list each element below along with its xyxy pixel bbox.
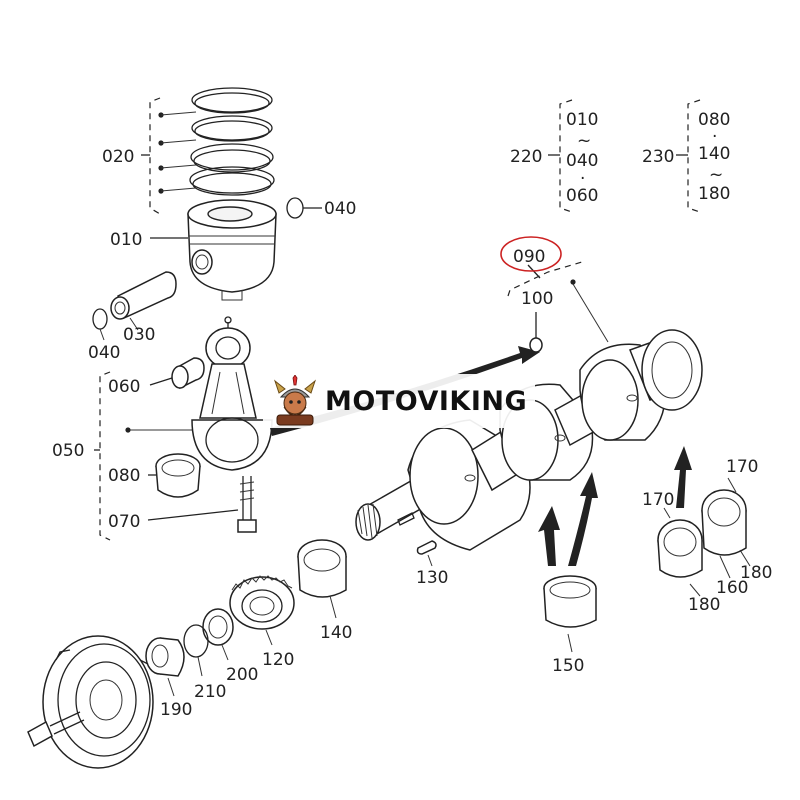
legend-230-bracket (676, 99, 701, 213)
legend-220-item-2: 040 (566, 151, 598, 171)
label-170-top: 170 (726, 457, 758, 477)
plug (529, 312, 543, 353)
highlight-circle-090 (500, 236, 562, 272)
label-150: 150 (552, 656, 584, 676)
label-030: 030 (123, 325, 155, 345)
label-050: 050 (52, 441, 84, 461)
legend-230-item-1: 080 (698, 110, 730, 130)
piston-rings (189, 87, 275, 196)
label-070: 070 (108, 512, 140, 532)
piston-pin (110, 271, 177, 331)
label-090: 090 (513, 247, 545, 267)
front-bushing (297, 539, 347, 619)
woodruff-key (416, 540, 437, 567)
label-010: 010 (110, 230, 142, 250)
legend-220-ref: 220 (510, 147, 542, 167)
viking-mascot-icon (273, 375, 317, 426)
label-160: 160 (716, 578, 748, 598)
circlip-right (286, 197, 322, 219)
legend-220-item-1: 010 (566, 110, 598, 130)
label-190: 190 (160, 700, 192, 720)
rod-bearing (148, 453, 201, 498)
rod-bolt (147, 476, 257, 533)
legend-230-sep-2: ~ (709, 165, 723, 185)
collar (145, 637, 185, 697)
crankshaft (355, 329, 703, 551)
label-130: 130 (416, 568, 448, 588)
label-120: 120 (262, 650, 294, 670)
legend-230-item-3: 180 (698, 184, 730, 204)
label-060: 060 (108, 377, 140, 397)
bracket-050 (94, 371, 196, 541)
connecting-rod (191, 316, 273, 471)
label-140: 140 (320, 623, 352, 643)
thrust-bearing (657, 477, 751, 597)
watermark-banner: MOTOVIKING (263, 374, 535, 428)
label-180-bottom: 180 (688, 595, 720, 615)
label-040-left: 040 (88, 343, 120, 363)
label-200: 200 (226, 665, 258, 685)
legend-230-sep-1: · (712, 127, 717, 147)
label-210: 210 (194, 682, 226, 702)
legend-220-bracket (548, 99, 573, 213)
pulley-bolt (27, 711, 85, 748)
spacer (202, 608, 234, 661)
label-040-right: 040 (324, 199, 356, 219)
legend-230-item-2: 140 (698, 144, 730, 164)
watermark-text: MOTOVIKING (325, 385, 528, 417)
legend-220-item-3: 060 (566, 186, 598, 206)
bracket-020 (141, 97, 197, 215)
crank-gear (229, 575, 295, 646)
small-end-bushing (149, 357, 205, 390)
crank-pulley (42, 635, 154, 769)
piston (187, 199, 277, 301)
label-020: 020 (102, 147, 134, 167)
label-100: 100 (521, 289, 553, 309)
label-180-right: 180 (740, 563, 772, 583)
legend-220-sep-2: · (580, 169, 585, 189)
legend-230-ref: 230 (642, 147, 674, 167)
main-bearing (543, 575, 597, 653)
circlip-left (92, 308, 108, 341)
o-ring (183, 624, 209, 677)
label-080: 080 (108, 466, 140, 486)
label-170-left: 170 (642, 490, 674, 510)
legend-220-sep-1: ~ (577, 131, 591, 151)
arrows-up (538, 446, 692, 566)
